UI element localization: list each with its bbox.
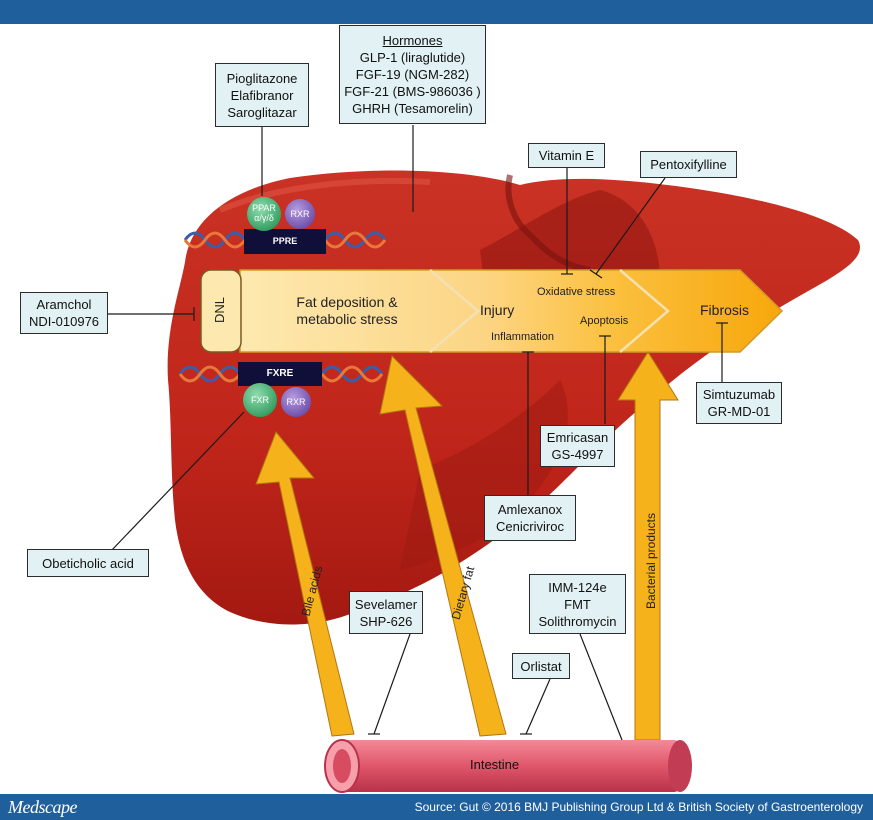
drug-name: Aramchol: [36, 297, 92, 312]
fxre-label: FXRE: [266, 368, 294, 379]
amlexanox-box: Amlexanox Cenicriviroc: [484, 495, 576, 541]
fxre-box: [238, 362, 322, 386]
drug-name: Saroglitazar: [227, 104, 297, 120]
medscape-logo: Medscape: [8, 797, 77, 817]
bacterial-products-label: Bacterial products: [644, 512, 658, 610]
ppar-drugs-box: Pioglitazone Elafibranor Saroglitazar: [215, 63, 309, 127]
drug-name: Vitamin E: [538, 148, 595, 163]
hormone-line: GHRH (Tesamorelin): [352, 101, 473, 116]
fibrosis-label: Fibrosis: [700, 302, 750, 318]
hormone-line: FGF-21 (BMS-986036 ): [344, 84, 481, 99]
drug-name: Elafibranor: [230, 87, 294, 103]
vitamin-e-box: Vitamin E: [528, 143, 605, 168]
drug-name: GS-4997: [551, 447, 604, 462]
pathway-chevron-2: [619, 269, 670, 353]
source-credit: Source: Gut © 2016 BMJ Publishing Group …: [414, 800, 863, 814]
drug-name: Emricasan: [546, 430, 609, 445]
rxr-ball-bottom: [281, 387, 311, 417]
fat-deposition-line2: metabolic stress: [296, 311, 398, 327]
fxr-label: FXR: [251, 395, 269, 405]
drug-name: Orlistat: [520, 658, 562, 674]
drug-name: Simtuzumab: [702, 387, 776, 402]
drug-name: Cenicriviroc: [496, 519, 564, 534]
drug-name: Obeticholic acid: [42, 555, 134, 571]
hormones-box: Hormones GLP-1 (liraglutide) FGF-19 (NGM…: [339, 25, 486, 124]
hormone-line: GLP-1 (liraglutide): [359, 50, 466, 65]
drug-name: IMM-124e: [548, 579, 607, 595]
fat-deposition-label: Fat deposition & metabolic stress: [252, 294, 442, 328]
drug-name: GR-MD-01: [707, 404, 771, 419]
drug-name: SHP-626: [359, 613, 413, 629]
sevelamer-box: Sevelamer SHP-626: [349, 591, 423, 634]
bile-acids-arrow: [255, 431, 355, 737]
bottom-bar: [0, 794, 873, 820]
drug-name: Sevelamer: [354, 596, 418, 612]
oxidative-stress-label: Oxidative stress: [537, 286, 616, 298]
fat-deposition-line1: Fat deposition &: [296, 294, 398, 310]
ppre-box: [244, 229, 326, 254]
dnl-box: [200, 269, 242, 353]
ppar-label: PPAR α/γ/δ: [248, 203, 280, 223]
apoptosis-label: Apoptosis: [580, 315, 629, 327]
pentoxifylline-box: Pentoxifylline: [640, 151, 737, 178]
simtuzumab-box: Simtuzumab GR-MD-01: [696, 382, 782, 424]
liver-highlight: [218, 177, 431, 213]
ppre-label: PPRE: [272, 236, 298, 246]
rxr-top-label: RXR: [290, 209, 310, 219]
drug-name: NDI-010976: [28, 314, 100, 329]
emricasan-box: Emricasan GS-4997: [540, 425, 615, 467]
top-bar: [0, 0, 873, 24]
ppar-subtext: α/γ/δ: [254, 213, 274, 223]
connector-lines: [108, 125, 728, 741]
drug-name: Pioglitazone: [226, 70, 298, 86]
inflammation-label: Inflammation: [491, 331, 554, 343]
dietary-fat-arrow: [379, 354, 507, 737]
intestine-tube: [334, 740, 680, 792]
drug-name: Solithromycin: [538, 613, 617, 629]
aramchol-box: Aramchol NDI-010976: [20, 292, 108, 334]
pathway-chevron-1: [429, 269, 480, 353]
ppar-ball: [247, 197, 281, 231]
obeticholic-acid-box: Obeticholic acid: [27, 549, 149, 577]
drug-name: Amlexanox: [497, 502, 563, 517]
drug-name: Pentoxifylline: [650, 157, 727, 172]
rxr-ball-top: [285, 199, 315, 229]
intestine-end-left-inner: [333, 749, 351, 783]
bacterial-products-arrow: [617, 351, 679, 741]
rxr-bottom-label: RXR: [286, 397, 306, 407]
imm-box: IMM-124e FMT Solithromycin: [529, 574, 626, 634]
ppar-text: PPAR: [252, 203, 276, 213]
dna-strand-top: [183, 231, 387, 249]
dna-strand-bottom: [178, 365, 384, 383]
hormones-title: Hormones: [382, 33, 443, 48]
injury-label: Injury: [480, 302, 515, 318]
drug-name: FMT: [564, 596, 591, 612]
hormone-line: FGF-19 (NGM-282): [355, 67, 470, 82]
intestine-end-right: [668, 740, 692, 792]
dnl-label: DNL: [212, 297, 227, 324]
intestine-label: Intestine: [470, 757, 520, 772]
fxr-ball: [243, 383, 277, 417]
orlistat-box: Orlistat: [512, 653, 570, 679]
